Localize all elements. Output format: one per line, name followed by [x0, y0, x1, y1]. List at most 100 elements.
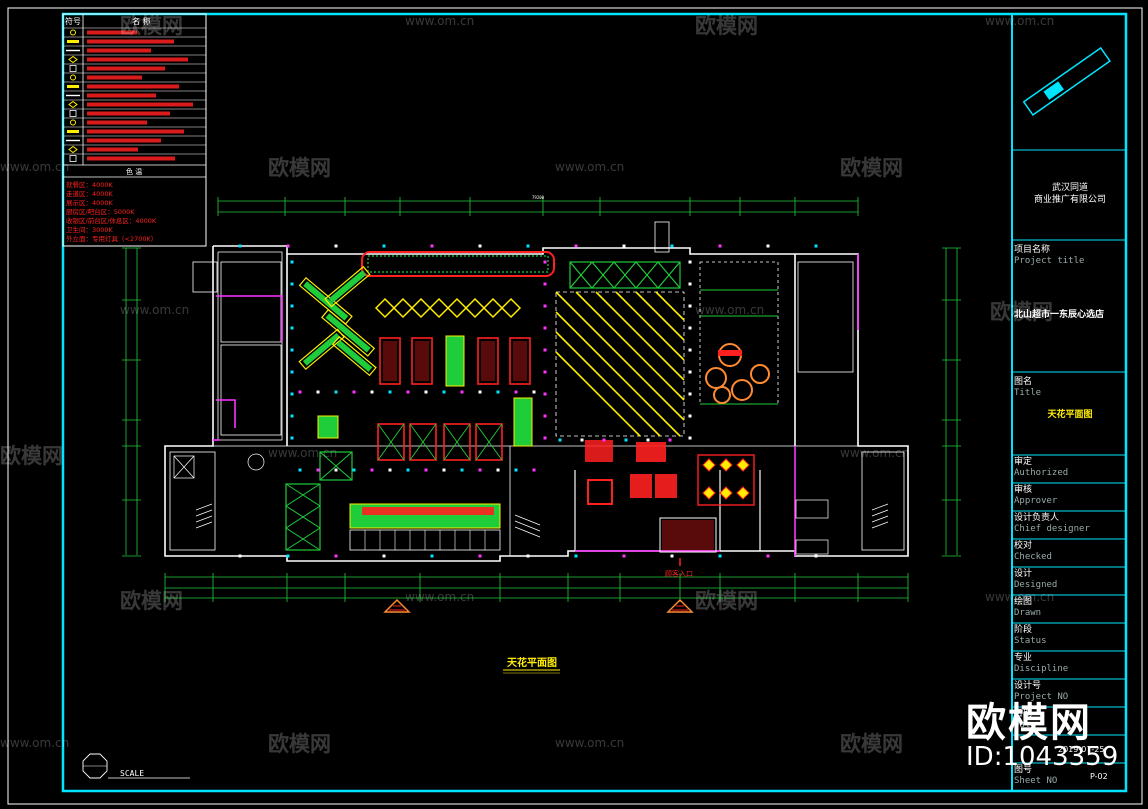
legend-name-mark	[87, 66, 165, 71]
title-block-row-label-en: Chief designer	[1014, 524, 1090, 534]
linear-light-zone	[555, 291, 685, 437]
legend-name-mark	[87, 57, 188, 62]
outer-border	[7, 7, 1143, 805]
title-block-row-label-en: Discipline	[1014, 664, 1069, 674]
color-temp-item: 展示区：4000K	[66, 199, 114, 207]
legend-symbol-icon	[68, 145, 78, 154]
watermark-logo-large: 欧模网	[966, 700, 1092, 746]
title-block-row-label-en: Status	[1014, 636, 1047, 646]
drawing-name-value: 天花平面图	[1047, 410, 1093, 420]
bottom-counter	[349, 503, 501, 551]
project-label: 项目名称	[1014, 245, 1051, 255]
legend-header-name: 名 称	[132, 16, 151, 26]
legend-symbol-icon	[67, 85, 79, 88]
display-units	[377, 337, 531, 461]
color-temp-item: 卫生间：3000K	[66, 225, 114, 234]
legend-symbol-icon	[69, 155, 77, 162]
company-name-line1: 武汉同道	[1051, 183, 1088, 193]
legend-name-mark	[87, 147, 138, 152]
sheet-number-value: P-02	[1090, 772, 1108, 781]
title-block-row-label-en: Sheet NO	[1014, 776, 1058, 786]
legend-symbol-icon	[67, 40, 79, 43]
legend-table	[62, 13, 207, 247]
date-value: 2019-07-25	[1058, 745, 1105, 754]
stairs-and-restrooms	[173, 453, 889, 555]
title-block-row-label: 校对	[1014, 541, 1033, 551]
dining-zone	[699, 261, 779, 405]
title-block-row-label-en: Designed	[1014, 580, 1058, 590]
downlights	[238, 244, 818, 558]
color-temp-list: 就餐区：4000K走道区：4000K展示区：4000K厨房区/吧台区：5000K…	[66, 180, 157, 243]
title-block-row-label: 审核	[1014, 485, 1033, 495]
color-temp-header: 色 温	[126, 167, 142, 176]
color-temp-item: 外立面：专用灯具（<2700K）	[66, 234, 157, 243]
title-block-row-label-en: Date	[1014, 720, 1036, 730]
title-block-row-label-en: Checked	[1014, 552, 1052, 562]
feature-lights-bottom	[585, 440, 755, 553]
legend-name-mark	[87, 84, 179, 89]
title-block-row-label: 日期	[1014, 709, 1033, 719]
entrance-label: 顾客入口	[665, 569, 693, 578]
drawing-title: 天花平面图	[507, 656, 557, 669]
title-block-row-label: 审定	[1014, 457, 1033, 467]
legend-name-mark	[87, 138, 161, 143]
title-block-row-label-en: Drawn	[1014, 608, 1042, 618]
feature-ceiling-strip	[361, 251, 555, 277]
scale-label: SCALE	[120, 769, 144, 778]
title-block-row-label-en: Authorized	[1014, 468, 1069, 478]
pendant-diamonds	[374, 297, 522, 319]
legend-symbol-icon	[67, 130, 79, 133]
project-label-en: Project title	[1014, 256, 1085, 266]
legend-name-mark	[87, 30, 137, 35]
color-temp-item: 就餐区：4000K	[66, 180, 114, 189]
scale-symbol-icon	[82, 753, 190, 779]
title-block-row-label: 设计号	[1014, 681, 1042, 691]
legend-name-mark	[87, 48, 151, 53]
title-block-row-label: 绘图	[1014, 597, 1033, 607]
legend-name-mark	[87, 120, 147, 125]
watermark-id: ID:1043359	[966, 742, 1119, 772]
legend-name-mark	[87, 75, 142, 80]
project-value: 北山超市一东辰心选店	[1014, 310, 1105, 320]
legend-name-mark	[87, 102, 193, 107]
color-temp-item: 厨房区/吧台区：5000K	[66, 207, 135, 216]
inner-border	[61, 12, 1128, 793]
title-block-row-label: 阶段	[1014, 625, 1033, 635]
title-block-row-label-en: Project NO	[1014, 692, 1069, 702]
dimension-ticks	[122, 197, 961, 602]
legend-symbol-icon	[69, 65, 77, 72]
legend-name-mark	[87, 129, 184, 134]
legend-symbol-icon	[70, 29, 76, 36]
company-name-line2: 商业推广有限公司	[1033, 195, 1106, 205]
legend-name-mark	[87, 93, 156, 98]
shelving-left	[298, 265, 377, 377]
dimension-lines	[125, 200, 958, 599]
legend-symbol-icon	[69, 110, 77, 117]
magenta-partitions	[213, 254, 859, 556]
legend-symbol-icon	[70, 119, 76, 126]
legend-symbol-icon	[68, 55, 78, 64]
green-shelves	[285, 335, 533, 551]
title-block-grid	[1012, 149, 1126, 764]
drawing-name-label: 图名	[1014, 377, 1033, 387]
company-logo-icon	[1022, 46, 1111, 116]
title-block-row-label: 设计负责人	[1014, 513, 1060, 523]
color-temp-item: 走道区：4000K	[66, 189, 114, 198]
legend-name-mark	[87, 39, 174, 44]
title-block-row-label-en: Approver	[1014, 496, 1058, 506]
title-block-row-label: 图号	[1014, 765, 1033, 775]
legend-symbol-icon	[68, 100, 78, 109]
drawing-name-label-en: Title	[1014, 388, 1042, 398]
truss-ceiling	[569, 261, 681, 289]
title-block-row-label: 设计	[1014, 569, 1033, 579]
title-block-row-label: 专业	[1014, 653, 1033, 663]
legend-header-symbol: 符号	[65, 16, 81, 26]
legend-name-mark	[87, 156, 175, 161]
color-temp-item: 收银区/前台区/休息区：4000K	[66, 216, 157, 225]
legend-name-mark	[87, 111, 170, 116]
legend-symbol-icon	[70, 74, 76, 81]
total-dimension: 79200	[532, 195, 545, 200]
entrance-marker	[383, 558, 694, 613]
building-walls	[164, 221, 909, 562]
